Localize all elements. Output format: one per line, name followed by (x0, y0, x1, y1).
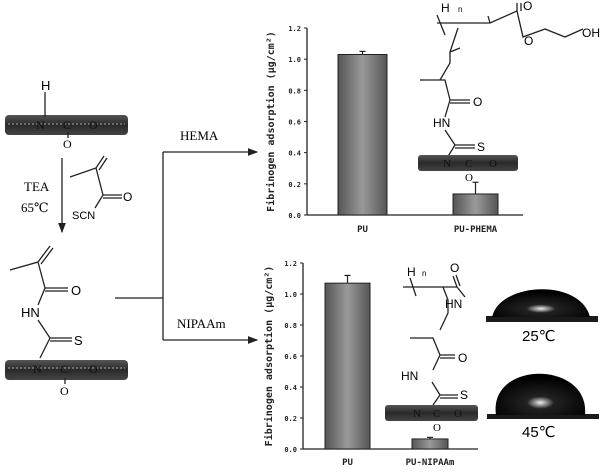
x-category-label: PU (342, 458, 353, 468)
atom-label: H (441, 1, 450, 15)
atom-label: H (407, 265, 416, 279)
atom-label: O (523, 0, 532, 13)
atom-label: O (71, 283, 81, 298)
atom-label: HN (21, 305, 40, 320)
substrate-slab (385, 405, 478, 421)
atom-label: O (454, 408, 462, 420)
atom-label: C (63, 118, 71, 132)
y-tick-label: 0.8 (284, 322, 297, 330)
y-tick-label: 1.2 (288, 25, 301, 33)
atom-label: O (433, 422, 441, 434)
atom-label: HN (445, 297, 462, 311)
substrate-slab (5, 360, 128, 380)
y-tick-label: 1.0 (288, 56, 301, 64)
reagent-structure: O SCN (69, 155, 132, 222)
atom-label: S (460, 388, 468, 402)
hema-label: HEMA (180, 128, 219, 143)
atom-label: H (41, 78, 50, 93)
temperature-label: 65℃ (21, 200, 49, 215)
y-axis-label: Fibrinogen adsorption (μg/cm²) (265, 31, 277, 212)
atom-label: O (60, 384, 69, 398)
atom-label: SCN (72, 210, 95, 222)
bar-pu (324, 282, 371, 450)
phema-structure: H n O O OH O HN S N C O O (418, 0, 600, 184)
atom-label: N (413, 408, 421, 420)
atom-label: N (33, 362, 42, 376)
repeat-unit-subscript: n (458, 5, 462, 14)
atom-label: O (524, 34, 533, 48)
droplet-temperature-label: 25℃ (522, 328, 556, 345)
repeat-unit-subscript: n (422, 269, 426, 278)
atom-label: O (489, 158, 497, 170)
y-tick-label: 0.4 (284, 384, 297, 392)
bar-pu-phema (452, 193, 499, 216)
atom-label: N (443, 158, 451, 170)
atom-label: S (477, 140, 485, 154)
atom-label: O (123, 190, 132, 204)
atom-label: N (36, 118, 45, 132)
y-axis-label: Fibrinogen adsorption (μg/cm²) (263, 266, 275, 447)
droplet-temperature-label: 45℃ (522, 424, 556, 441)
y-tick-label: 0.2 (288, 181, 301, 189)
atom-label: S (74, 333, 83, 348)
catalyst-label: TEA (24, 179, 50, 194)
substrate-slab (418, 155, 518, 171)
y-tick-label: 0.6 (288, 119, 301, 127)
x-category-label: PU (357, 225, 368, 235)
y-tick-label: 1.0 (284, 291, 297, 299)
atom-label: O (465, 172, 473, 184)
x-category-label: PU-PHEMA (454, 225, 498, 235)
pu-surface-start: H N C O O (5, 78, 128, 151)
y-tick-label: 0.4 (288, 150, 301, 158)
x-category-label: PU-NIPAAm (406, 458, 455, 468)
atom-label: HN (401, 369, 418, 383)
branch-arrows: HEMA NIPAAm (115, 128, 259, 344)
atom-label: O (89, 118, 98, 132)
atom-label: C (465, 158, 472, 170)
y-tick-label: 0.8 (288, 87, 301, 95)
droplet-25c: 25℃ (486, 289, 598, 345)
y-tick-label: 1.2 (284, 260, 297, 268)
y-tick-label: 0.2 (284, 415, 297, 423)
atom-label: O (89, 362, 98, 376)
atom-label: HN (433, 116, 450, 130)
pu-surface-functionalized: O HN S N C O O (5, 245, 128, 398)
atom-label: C (433, 408, 440, 420)
atom-label: O (450, 261, 459, 275)
atom-label: OH (582, 26, 600, 40)
substrate-slab (5, 115, 128, 135)
droplet-45c: 45℃ (487, 373, 599, 441)
atom-label: C (60, 362, 68, 376)
y-tick-label: 0.0 (288, 212, 301, 220)
y-tick-label: 0.6 (284, 353, 297, 361)
atom-label: O (458, 351, 467, 365)
y-tick-label: 0.0 (284, 446, 297, 454)
pnipaam-structure: H n O HN O HN S N C O O (385, 261, 478, 434)
atom-label: O (473, 95, 482, 109)
nipaam-label: NIPAAm (177, 316, 226, 331)
bar-pu-nipaam (411, 438, 449, 450)
bar-pu (337, 53, 388, 216)
atom-label: O (63, 137, 72, 151)
